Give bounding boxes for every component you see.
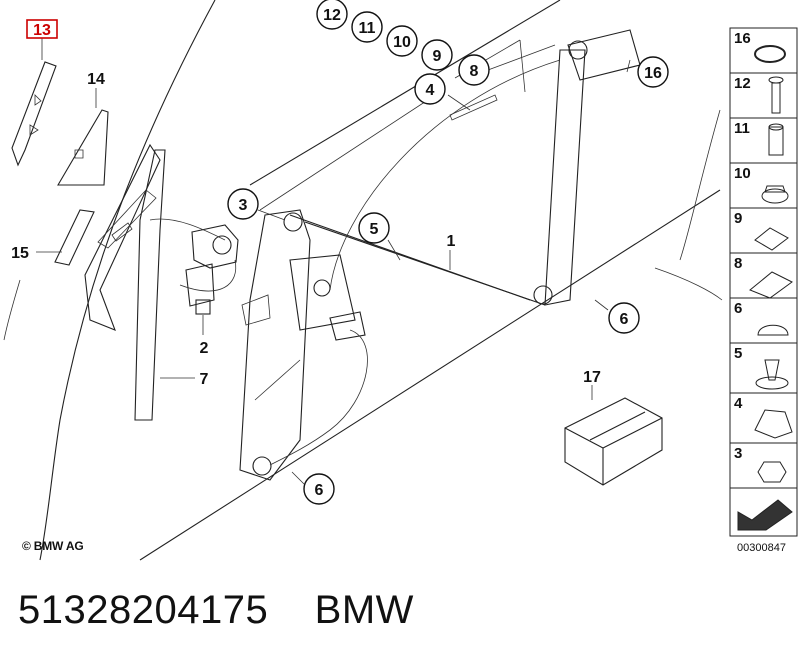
svg-text:8: 8 (734, 255, 742, 272)
callout-13: 13 (26, 19, 58, 39)
window-guide-7 (84, 143, 166, 421)
svg-text:11: 11 (734, 120, 750, 137)
svg-text:9: 9 (433, 48, 442, 65)
svg-text:8: 8 (470, 63, 479, 80)
leader-lines (36, 38, 631, 486)
callout-2: 2 (200, 340, 209, 357)
callout-7: 7 (200, 371, 209, 388)
callout-12: 12 (316, 0, 348, 30)
svg-text:17: 17 (583, 369, 601, 386)
door-outline (3, 0, 723, 561)
side-item-3: 3 (729, 442, 798, 489)
triangle-cover-14 (57, 109, 109, 186)
callout-14: 14 (87, 71, 105, 88)
callout-17: 17 (583, 369, 601, 386)
svg-text:13: 13 (33, 22, 51, 39)
side-item-5: 5 (729, 342, 798, 394)
svg-text:4: 4 (734, 395, 743, 412)
side-item-16: 16 (729, 27, 798, 74)
brand-name: BMW (314, 588, 414, 632)
part-number: 51328204175 (18, 588, 269, 632)
svg-text:12: 12 (323, 7, 341, 24)
clip-icon (754, 227, 789, 251)
svg-text:11: 11 (359, 20, 376, 37)
svg-text:15: 15 (11, 245, 29, 262)
expanding-rivet-icon (755, 359, 789, 390)
o-ring-icon (754, 45, 786, 63)
side-item-8: 8 (729, 252, 798, 299)
svg-text:6: 6 (734, 300, 742, 317)
svg-text:10: 10 (734, 165, 751, 182)
svg-text:10: 10 (393, 34, 411, 51)
package-17 (564, 397, 663, 486)
svg-text:3: 3 (734, 445, 742, 462)
drawing-id: 00300847 (737, 542, 786, 554)
callout-6-bottom: 6 (303, 473, 335, 505)
side-item-9: 9 (729, 207, 798, 254)
callout-5: 5 (358, 212, 390, 244)
callout-9: 9 (421, 39, 453, 71)
footer-caption: 51328204175 BMW (18, 588, 414, 633)
callout-15: 15 (11, 245, 29, 262)
side-item-4: 4 (729, 392, 798, 444)
svg-text:5: 5 (734, 345, 742, 362)
window-motor-2 (149, 218, 239, 315)
callout-1: 1 (447, 233, 456, 250)
callout-11: 11 (351, 11, 383, 43)
sleeve-icon (768, 123, 784, 156)
arrow-icon (737, 499, 793, 531)
svg-text:9: 9 (734, 210, 742, 227)
callout-3: 3 (227, 188, 259, 220)
callout-16: 16 (637, 56, 669, 88)
window-regulator-front (239, 209, 368, 481)
svg-text:7: 7 (200, 371, 209, 388)
callout-10: 10 (386, 25, 418, 57)
nut-icon (761, 185, 789, 204)
side-item-11: 11 (729, 117, 798, 164)
callout-4: 4 (414, 73, 446, 105)
svg-text:1: 1 (447, 233, 456, 250)
clip-plate-icon (749, 271, 793, 299)
spring-clip-icon (754, 409, 793, 439)
callout-8: 8 (458, 54, 490, 86)
svg-text:6: 6 (315, 482, 324, 499)
side-panel: 16 12 11 10 (729, 27, 798, 537)
screw-icon (768, 76, 784, 114)
svg-text:4: 4 (426, 82, 435, 99)
seal-strip-15 (54, 209, 95, 266)
quarter-glass-13 (11, 61, 57, 167)
svg-text:14: 14 (87, 71, 105, 88)
window-regulator-1 (289, 29, 641, 306)
side-item-arrow (729, 487, 798, 537)
hex-nut-icon (757, 461, 787, 483)
callout-6-right: 6 (608, 302, 640, 334)
side-item-6: 6 (729, 297, 798, 344)
copyright-text: © BMW AG (22, 539, 84, 553)
svg-text:2: 2 (200, 340, 209, 357)
svg-text:3: 3 (239, 197, 248, 214)
side-item-10: 10 (729, 162, 798, 209)
svg-text:12: 12 (734, 75, 751, 92)
svg-text:16: 16 (734, 30, 751, 47)
svg-text:5: 5 (370, 221, 379, 238)
plug-icon (757, 324, 789, 336)
side-item-12: 12 (729, 72, 798, 119)
svg-text:16: 16 (644, 65, 662, 82)
svg-text:6: 6 (620, 311, 629, 328)
